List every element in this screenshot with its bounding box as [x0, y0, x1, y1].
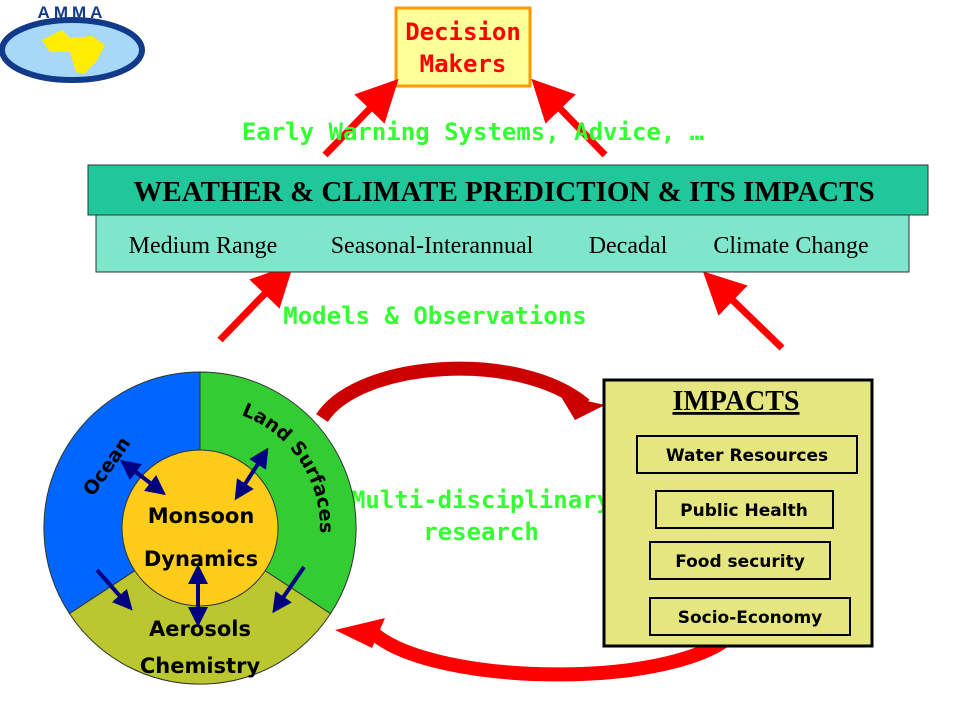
impact-water: Water Resources [666, 446, 828, 466]
bottom-line1: Aerosols [149, 617, 251, 641]
range-climate-change: Climate Change [713, 233, 868, 259]
arrow-up-right [531, 78, 608, 158]
ranges-box [95, 214, 910, 273]
range-seasonal: Seasonal-Interannual [331, 233, 534, 259]
range-decadal: Decadal [589, 233, 668, 259]
impacts-panel: IMPACTS Water Resources Public Health Fo… [602, 378, 874, 648]
multi-line1: Multi-disciplinary [351, 486, 611, 514]
impact-health: Public Health [680, 501, 808, 521]
arrow-models-left [217, 263, 294, 343]
impacts-title: IMPACTS [672, 386, 799, 417]
bottom-line2: Chemistry [140, 654, 261, 678]
logo-text: AMMA [38, 3, 107, 22]
multi-line2: research [423, 518, 539, 546]
center-line1: Monsoon [148, 504, 255, 528]
arrow-impacts [702, 271, 785, 351]
land-aerosol-arrow [272, 565, 306, 614]
curved-arrow-bottom [365, 620, 746, 682]
impact-socio: Socio-Economy [678, 608, 823, 628]
banner-title: WEATHER & CLIMATE PREDICTION & ITS IMPAC… [133, 176, 874, 208]
ocean-monsoon-arrow [120, 459, 166, 496]
center-line2: Dynamics [144, 547, 258, 571]
early-warning-text: Early Warning Systems, Advice, … [242, 118, 704, 146]
arrow-up-left [322, 78, 399, 158]
impact-food: Food security [675, 552, 805, 572]
curved-arrow-top [316, 361, 590, 423]
range-medium: Medium Range [129, 233, 278, 259]
decision-makers-box: Decision Makers [394, 6, 532, 88]
land-monsoon-arrow [234, 447, 269, 501]
amma-logo: AMMA [0, 3, 145, 83]
decision-line1: Decision [405, 18, 521, 46]
ocean-aerosol-arrow [95, 568, 133, 611]
models-text: Models & Observations [283, 302, 586, 330]
decision-line2: Makers [420, 50, 507, 78]
earth-system-circle: Ocean Land Surfaces Monsoon Dynamics Aer… [43, 371, 357, 685]
